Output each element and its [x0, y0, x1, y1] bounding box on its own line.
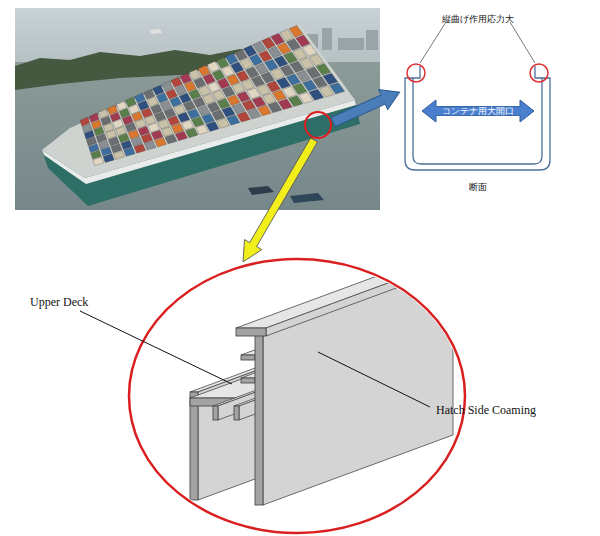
container-box: [193, 97, 205, 107]
highlight-circle: [305, 112, 331, 138]
opening-arrow: コンテナ用大開口: [422, 100, 534, 122]
container-box: [192, 117, 204, 127]
section-caption: 断面: [469, 181, 487, 194]
container-box: [316, 64, 331, 75]
container-box: [309, 54, 323, 66]
leader-line: [420, 22, 446, 63]
container-box: [216, 118, 229, 128]
container-box: [197, 105, 209, 115]
leader-line: [510, 22, 535, 63]
container-box: [155, 138, 167, 147]
plate-section: [241, 378, 255, 383]
ship-photo: [15, 8, 380, 210]
plate-section: [234, 406, 239, 420]
container-box: [175, 131, 187, 141]
stress-note: 縦曲げ作用応力大: [442, 8, 514, 26]
container-box: [124, 147, 135, 156]
container-box: [103, 154, 114, 163]
distant-boat: [150, 29, 162, 34]
container-box: [296, 35, 310, 47]
container-box: [330, 83, 345, 94]
tug-boat: [248, 186, 274, 195]
pointer-arrow: [234, 135, 322, 267]
leader-line: [318, 352, 430, 407]
inner-hull: [413, 78, 542, 164]
plate-section: [236, 328, 266, 336]
plate-section: [241, 355, 255, 360]
container-box: [185, 128, 197, 138]
opening-label: コンテナ用大開口: [442, 106, 514, 117]
container-box: [165, 134, 177, 143]
container-box: [227, 115, 240, 125]
container-box: [196, 125, 209, 135]
plate-section: [255, 335, 263, 505]
container-box: [203, 94, 215, 104]
container-box: [217, 98, 230, 108]
part-name: Hatch Side Coaming: [436, 403, 536, 418]
container-stacks: [80, 25, 345, 165]
coaming-profile: [190, 258, 456, 505]
part-name: Upper Deck: [30, 295, 88, 310]
tug-boat: [290, 193, 324, 203]
stress-circle: [530, 64, 548, 82]
outer-hull: [405, 66, 550, 170]
container-box: [323, 73, 338, 84]
container-box: [134, 144, 146, 153]
pointer-arrow: [329, 82, 405, 132]
container-box: [202, 113, 215, 123]
container-box: [222, 107, 235, 117]
container-box: [93, 157, 104, 166]
container-box: [187, 109, 199, 119]
plate-section: [213, 406, 218, 420]
container-box: [144, 141, 156, 150]
container-box: [198, 86, 210, 96]
plate-section: [190, 392, 198, 500]
plate-face: [236, 258, 456, 328]
container-box: [212, 110, 225, 120]
container-ship: [42, 25, 360, 206]
stress-circle: [407, 64, 425, 82]
container-box: [289, 25, 303, 37]
leader-line: [80, 311, 232, 384]
container-box: [113, 151, 124, 160]
container-box: [182, 120, 194, 130]
cross-section: [405, 66, 550, 170]
container-box: [206, 121, 219, 131]
stress-note: 縦曲げ作用応力大: [442, 13, 514, 26]
part-name: Upper Deck: [30, 292, 88, 310]
container-box: [303, 45, 317, 57]
section-caption: 断面: [469, 176, 487, 194]
container-box: [207, 102, 220, 112]
detail-circle: [129, 259, 465, 533]
double-arrow-outline: [422, 100, 534, 122]
plate: [236, 258, 456, 336]
part-name: Hatch Side Coaming: [436, 400, 536, 418]
container-box: [212, 90, 225, 100]
